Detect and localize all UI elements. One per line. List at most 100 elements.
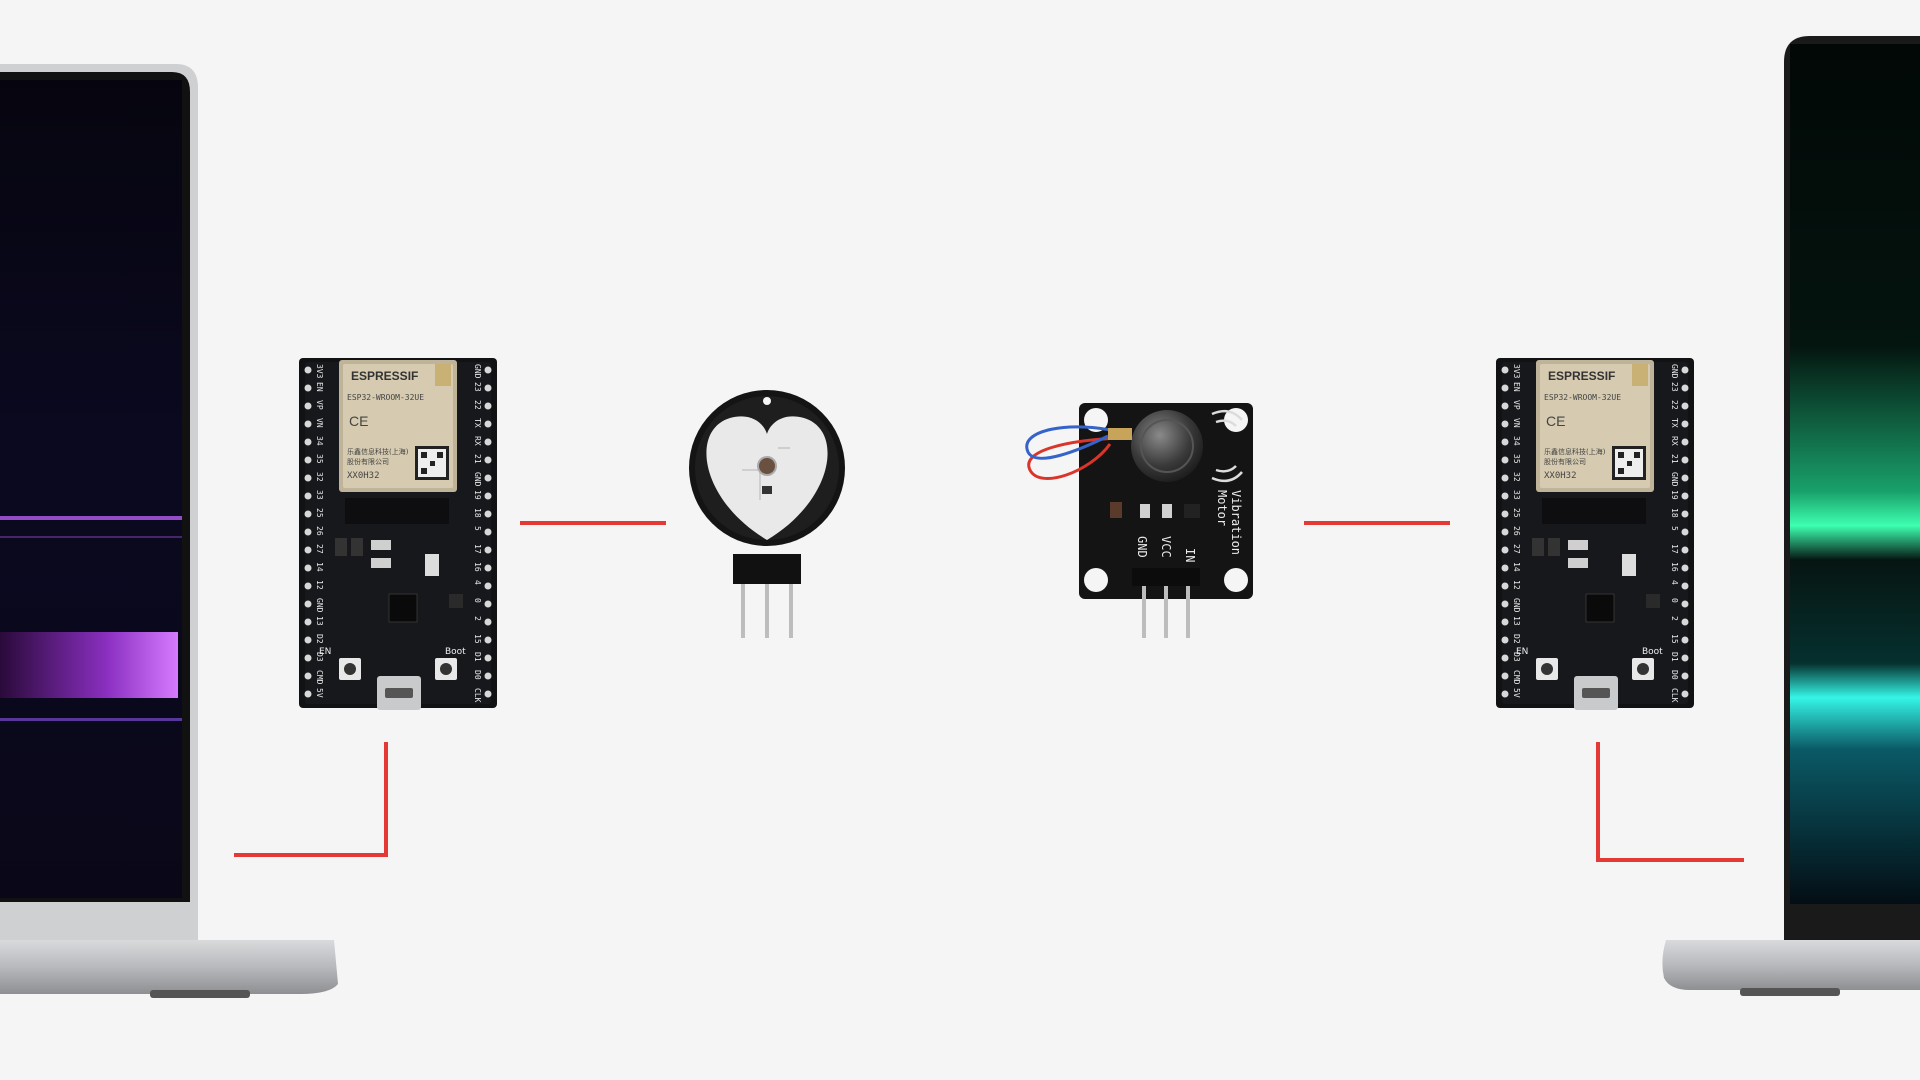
pin-label-right: 22 [1670,400,1679,410]
pin-label-left: 5V [1512,688,1521,698]
pin-label-right: GND [1670,364,1679,379]
pin-label-right: 22 [473,400,482,410]
pin-label-right: 19 [1670,490,1679,500]
sensor-led [757,456,777,476]
left-board-cn-line-1: 乐鑫信息科技(上海) [347,447,409,456]
pin-label-left: VN [1512,418,1521,428]
left-board-brand: ESPRESSIF [351,369,418,383]
wire-left-laptop-to-left-board [234,742,388,857]
pin-label-left: 32 [1512,472,1521,482]
pin-label-left: 27 [1512,544,1521,554]
pin-label-right: 18 [1670,508,1679,518]
pin-label-right: D0 [473,670,482,680]
pin-label-right: 18 [473,508,482,518]
pin-label-right: 17 [1670,544,1679,554]
pin-label-right: D1 [1670,652,1679,662]
pin-label-left: GND [1512,598,1521,613]
pin-label-left: 32 [315,472,324,482]
left-board-boot-label: Boot [445,647,466,657]
pin-label-left: D3 [1512,652,1521,662]
pin-label-left: 27 [315,544,324,554]
pin-label-right: 19 [473,490,482,500]
pin-label-left: VP [1512,400,1521,410]
pin-label-left: EN [315,382,324,392]
right-board-en-label: EN [1516,647,1528,657]
pin-label-left: 35 [1512,454,1521,464]
pin-label-left: CMD [315,670,324,685]
heart-shape [706,416,828,540]
pin-label-right: 5 [473,526,482,531]
right-board-brand: ESPRESSIF [1548,369,1615,383]
pin-label-right: 23 [1670,382,1679,392]
pin-label-right: GND [473,472,482,487]
sensor-mounting-hole [763,397,771,405]
vibration-waves-icon [1211,409,1243,483]
right-board-cn-line-2: 股份有限公司 [1544,457,1586,466]
pin-label-right: GND [473,364,482,379]
pin-label-right: 5 [1670,526,1679,531]
pin-label-left: GND [315,598,324,613]
pin-label-right: 4 [473,580,482,585]
pin-label-left: 3V3 [315,364,324,379]
motor-wire-red [1027,436,1121,480]
pin-label-left: 3V3 [1512,364,1521,379]
pin-label-right: 15 [1670,634,1679,644]
pin-label-right: 16 [1670,562,1679,572]
pin-label-right: D1 [473,652,482,662]
pin-label-right: 0 [1670,598,1679,603]
pin-label-right: 2 [1670,616,1679,621]
right-esp32-board: ESPRESSIF ESP32-WROOM-32UE CE 乐鑫信息科技(上海)… [1495,357,1695,711]
pin-label-left: 12 [315,580,324,590]
pin-label-right: 16 [473,562,482,572]
left-laptop [0,64,338,998]
left-board-model: ESP32-WROOM-32UE [347,393,424,402]
pin-label-left: 13 [1512,616,1521,626]
wire-right-board-to-right-laptop [1596,742,1744,862]
pin-label-left: 33 [315,490,324,500]
pin-label-right: 4 [1670,580,1679,585]
pin-label-right: 17 [473,544,482,554]
pin-label-left: 14 [1512,562,1521,572]
pin-label-left: 25 [315,508,324,518]
pin-label-left: VP [315,400,324,410]
pin-label-left: 25 [1512,508,1521,518]
pin-label-right: 0 [473,598,482,603]
pin-label-in: IN [1183,548,1197,562]
pin-label-right: TX [1670,418,1679,428]
pin-label-right: 2 [473,616,482,621]
pin-label-left: 13 [315,616,324,626]
pin-label-left: VN [315,418,324,428]
right-board-model: ESP32-WROOM-32UE [1544,393,1621,402]
right-board-code: XX0H32 [1544,471,1577,481]
pin-label-right: RX [473,436,482,446]
pin-label-gnd: GND [1135,536,1149,558]
pin-label-left: 33 [1512,490,1521,500]
right-board-boot-label: Boot [1642,647,1663,657]
pin-label-right: GND [1670,472,1679,487]
vibration-motor-module: Vibration Motor GND VCC IN [1025,403,1253,638]
left-board-en-label: EN [319,647,331,657]
module-title-line-1: Vibration [1229,490,1243,555]
module-title-line-2: Motor [1215,490,1229,526]
pin-label-right: 21 [473,454,482,464]
pin-label-left: 34 [315,436,324,446]
left-esp32-board: ESPRESSIF ESP32-WROOM-32UE CE 乐鑫信息科技(上海)… [298,357,498,711]
wires [234,521,1744,862]
pin-label-right: RX [1670,436,1679,446]
pin-label-left: EN [1512,382,1521,392]
left-board-ce-mark: CE [349,413,368,429]
pin-label-left: D2 [315,634,324,644]
pin-label-left: 12 [1512,580,1521,590]
pin-label-right: 15 [473,634,482,644]
left-board-cn-line-2: 股份有限公司 [347,457,389,466]
pin-label-left: D3 [315,652,324,662]
pin-label-left: 26 [1512,526,1521,536]
motor-wire-blue [1025,425,1121,460]
pin-label-right: 23 [473,382,482,392]
pin-label-left: 5V [315,688,324,698]
pin-label-left: 34 [1512,436,1521,446]
right-board-ce-mark: CE [1546,413,1565,429]
pin-label-right: CLK [473,688,482,703]
pin-label-vcc: VCC [1159,536,1173,558]
